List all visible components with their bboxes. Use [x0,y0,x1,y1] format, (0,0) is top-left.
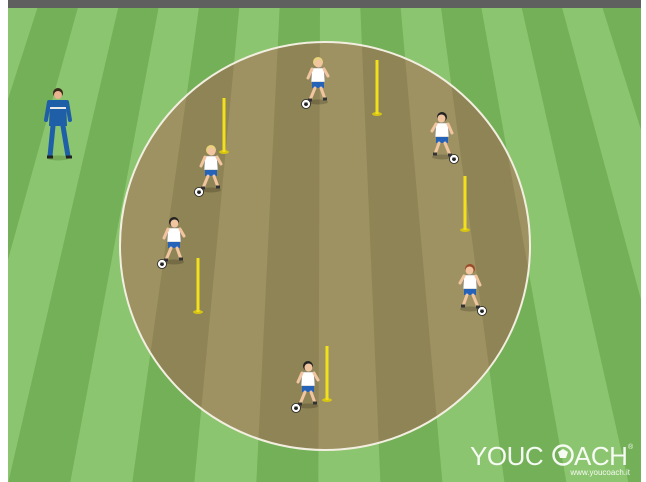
ball-icon [195,188,204,197]
top-bar [0,0,646,8]
logo-registered-mark: ® [628,443,634,451]
ball-icon [450,155,459,164]
ball-icon [158,260,167,269]
left-margin [0,0,8,482]
logo-text-right: ACH [574,441,627,471]
ball-icon [478,307,487,316]
logo-url: www.youcoach.it [569,468,630,477]
ball-icon [292,404,301,413]
ball-icon [302,100,311,109]
right-margin [641,0,646,482]
logo-text-left: YOUC [470,441,543,471]
